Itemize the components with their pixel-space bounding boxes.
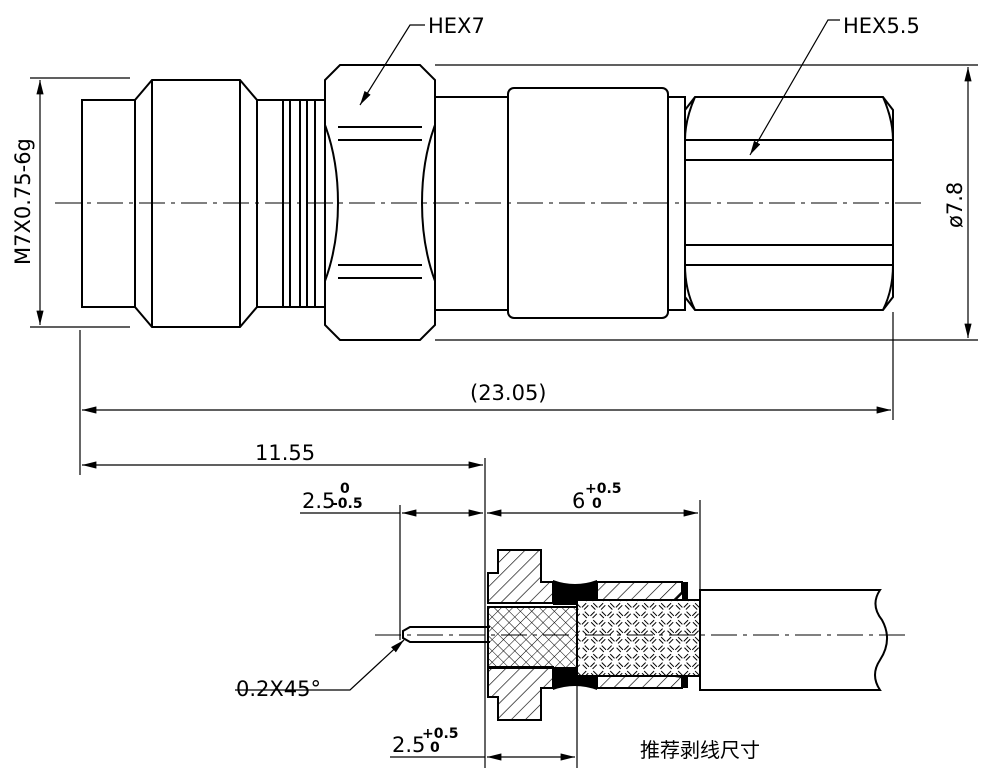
hex7-leader [359,24,425,106]
diameter-label: ø7.8 [943,182,967,228]
strip-pin-upper-tol: 0 [340,481,350,497]
ferrule-bottom [596,675,683,689]
strip-pin-value: 2.5 [302,489,335,513]
strip-dielectric-lower-tol: 0 [430,740,440,756]
thread-label: M7X0.75-6g [11,138,35,265]
strip-pin-lower-tol: -0.5 [332,496,363,512]
strip-dielectric-value: 2.5 [392,733,425,757]
length-1155-label: 11.55 [255,441,315,465]
ferrule-top [596,581,683,601]
overall-length-label: (23.05) [470,381,547,405]
strip-braid-upper-tol: +0.5 [585,481,622,497]
strip-braid-value: 6 [572,489,585,513]
hex7-nut [324,64,436,341]
groove-section [257,99,326,308]
flange-bottom [487,666,554,721]
hex55-section [684,96,894,311]
strip-section-view: 2.5 0 -0.5 6 +0.5 0 0.2X45° 2.5 +0.5 [235,458,905,768]
strip-braid-lower-tol: 0 [592,496,602,512]
hex55-leader [749,19,840,156]
crimp-bottom [553,667,597,690]
chamfer-leader [235,639,405,691]
flange-top [487,549,554,604]
connector-side-view: HEX7 HEX5.5 M7X0.75-6g ø7.8 (23.05) 11.5… [11,14,978,475]
cable-jacket [699,589,888,691]
caption: 推荐剥线尺寸 [640,738,760,762]
braid-shield [576,599,701,677]
hex7-label: HEX7 [428,14,485,38]
hex55-label: HEX5.5 [843,14,920,38]
crimp-top [553,580,597,605]
chamfer-label: 0.2X45° [236,677,321,701]
dielectric [487,606,578,669]
center-pin [402,626,490,643]
strip-dielectric-upper-tol: +0.5 [422,726,459,742]
